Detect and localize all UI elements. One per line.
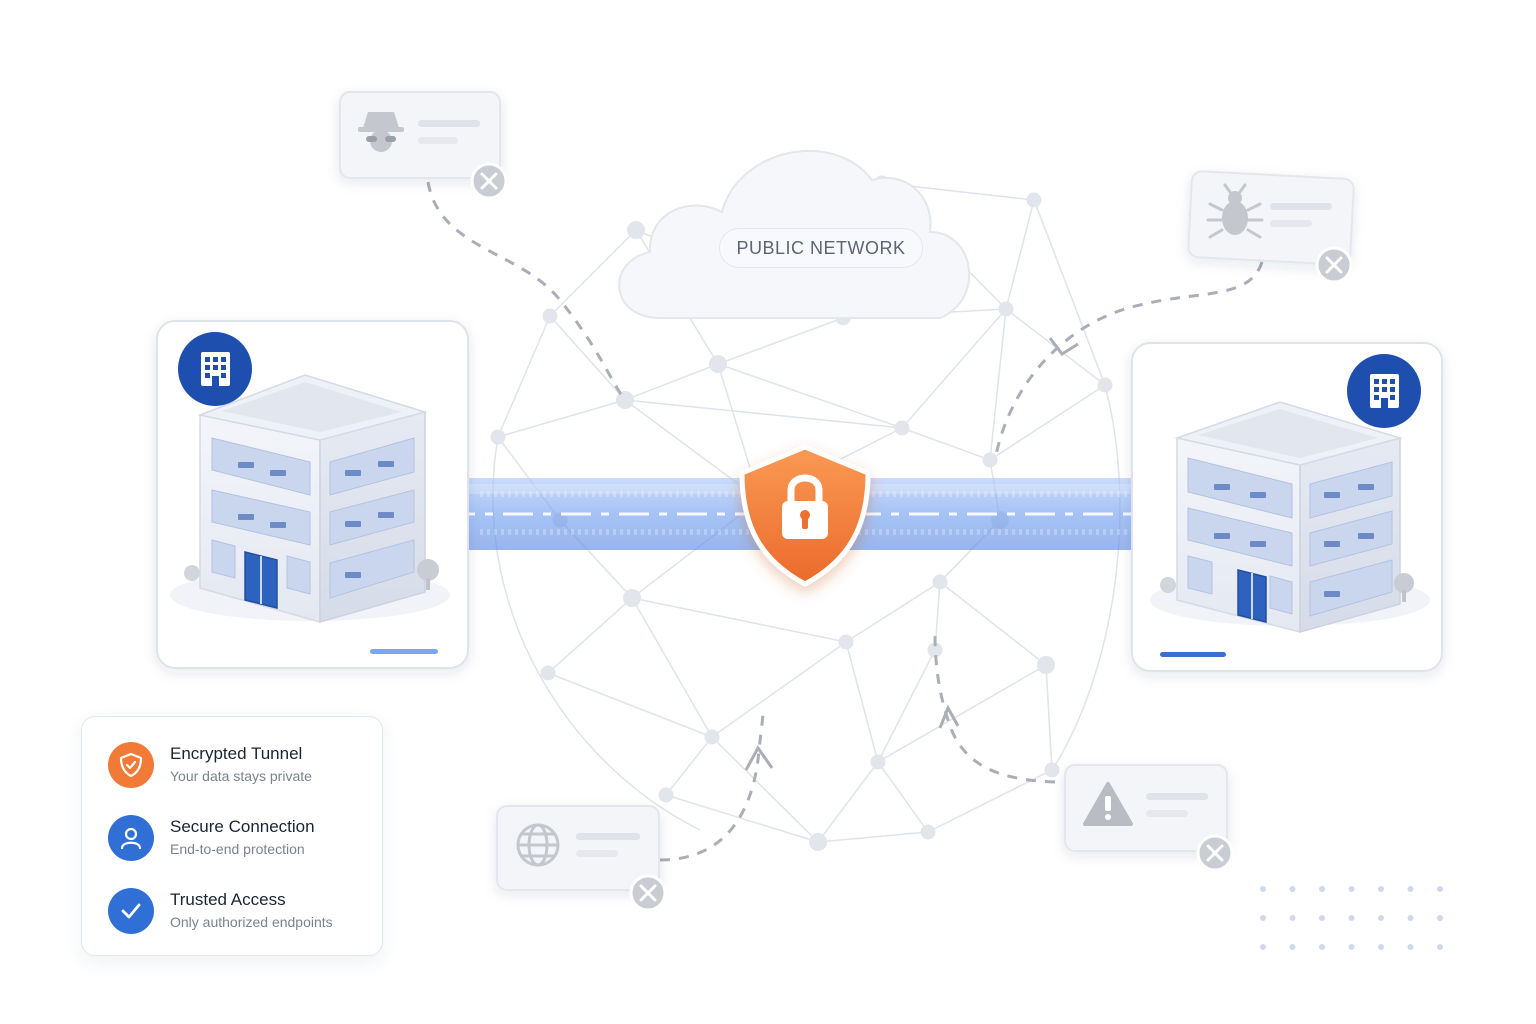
network-node xyxy=(709,355,727,373)
grid-dot xyxy=(1437,915,1443,921)
legend-title: Secure Connection xyxy=(170,817,315,836)
grid-dot xyxy=(1378,886,1384,892)
grid-dot xyxy=(1319,886,1325,892)
network-node xyxy=(870,754,886,770)
network-node xyxy=(1026,192,1042,208)
grid-dot xyxy=(1319,944,1325,950)
grid-dot xyxy=(1289,886,1296,892)
attack-paths xyxy=(426,181,1264,862)
network-node xyxy=(838,634,854,650)
globe-icon xyxy=(516,823,560,867)
grid-dot xyxy=(1378,944,1384,950)
shield-icon xyxy=(108,742,154,788)
grid-dot xyxy=(1348,944,1355,950)
threat-card-spy xyxy=(339,91,501,179)
network-node xyxy=(542,308,558,324)
grid-dot xyxy=(1437,886,1443,892)
legend-item-trusted-access: Trusted Access Only authorized endpoints xyxy=(108,888,378,938)
legend-item-secure-connection: Secure Connection End-to-end protection xyxy=(108,815,378,865)
blocked-badge-warning xyxy=(1196,834,1234,872)
spy-icon xyxy=(358,112,404,152)
user-icon xyxy=(108,815,154,861)
blocked-badge-globe xyxy=(629,874,667,912)
warning-icon xyxy=(1083,782,1133,826)
endpoint-card-right xyxy=(1131,342,1443,672)
network-node xyxy=(1044,762,1060,778)
attack-path-top-right xyxy=(993,261,1264,461)
network-node xyxy=(658,787,674,803)
network-node xyxy=(927,642,943,658)
threat-card-bug xyxy=(1187,170,1355,266)
public-network-label: PUBLIC NETWORK xyxy=(719,228,923,268)
network-node xyxy=(894,420,910,436)
grid-dot xyxy=(1407,915,1414,921)
bug-icon xyxy=(1206,183,1264,239)
grid-dot xyxy=(1260,944,1266,950)
network-node xyxy=(490,429,506,445)
network-node xyxy=(704,729,720,745)
building-illustration-left xyxy=(184,374,439,623)
grid-dot xyxy=(1260,915,1266,921)
check-icon xyxy=(108,888,154,934)
blocked-badge-spy xyxy=(470,162,508,200)
dot-grid-decoration xyxy=(1260,886,1443,950)
network-node xyxy=(998,301,1014,317)
threat-card-warning xyxy=(1064,764,1228,852)
grid-dot xyxy=(1289,944,1296,950)
blocked-badge-bug xyxy=(1315,246,1353,284)
grid-dot xyxy=(1348,915,1355,921)
network-node xyxy=(932,574,948,590)
legend-title: Trusted Access xyxy=(170,890,286,909)
network-node xyxy=(540,665,556,681)
legend-subtitle: Your data stays private xyxy=(170,768,312,784)
grid-dot xyxy=(1348,886,1355,892)
attack-path-top-left xyxy=(426,181,627,401)
legend-subtitle: Only authorized endpoints xyxy=(170,914,333,930)
attack-arrowheads xyxy=(744,337,1079,771)
legend-subtitle: End-to-end protection xyxy=(170,841,305,857)
grid-dot xyxy=(1319,915,1325,921)
grid-dot xyxy=(1378,915,1384,921)
network-node xyxy=(1037,656,1055,674)
network-node xyxy=(616,391,634,409)
endpoint-card-left xyxy=(156,320,469,669)
grid-dot xyxy=(1437,944,1443,950)
network-node xyxy=(809,833,827,851)
threat-card-globe xyxy=(496,805,660,891)
network-node xyxy=(627,221,645,239)
grid-dot xyxy=(1407,886,1414,892)
attack-path-bottom-left xyxy=(659,714,765,862)
building-illustration-right xyxy=(1160,401,1414,633)
building-icon xyxy=(201,352,230,386)
attack-path-bottom-right xyxy=(933,634,1056,784)
grid-dot xyxy=(1260,886,1266,892)
legend-item-encrypted-tunnel: Encrypted Tunnel Your data stays private xyxy=(108,742,378,792)
shield-lock-icon xyxy=(739,444,871,587)
grid-dot xyxy=(1289,915,1296,921)
network-node xyxy=(623,589,641,607)
grid-dot xyxy=(1407,944,1414,950)
network-node xyxy=(1097,377,1113,393)
legend-panel: Encrypted Tunnel Your data stays private… xyxy=(81,716,383,956)
building-icon xyxy=(1370,374,1399,408)
network-node xyxy=(982,452,998,468)
network-node xyxy=(920,824,936,840)
legend-title: Encrypted Tunnel xyxy=(170,744,303,763)
